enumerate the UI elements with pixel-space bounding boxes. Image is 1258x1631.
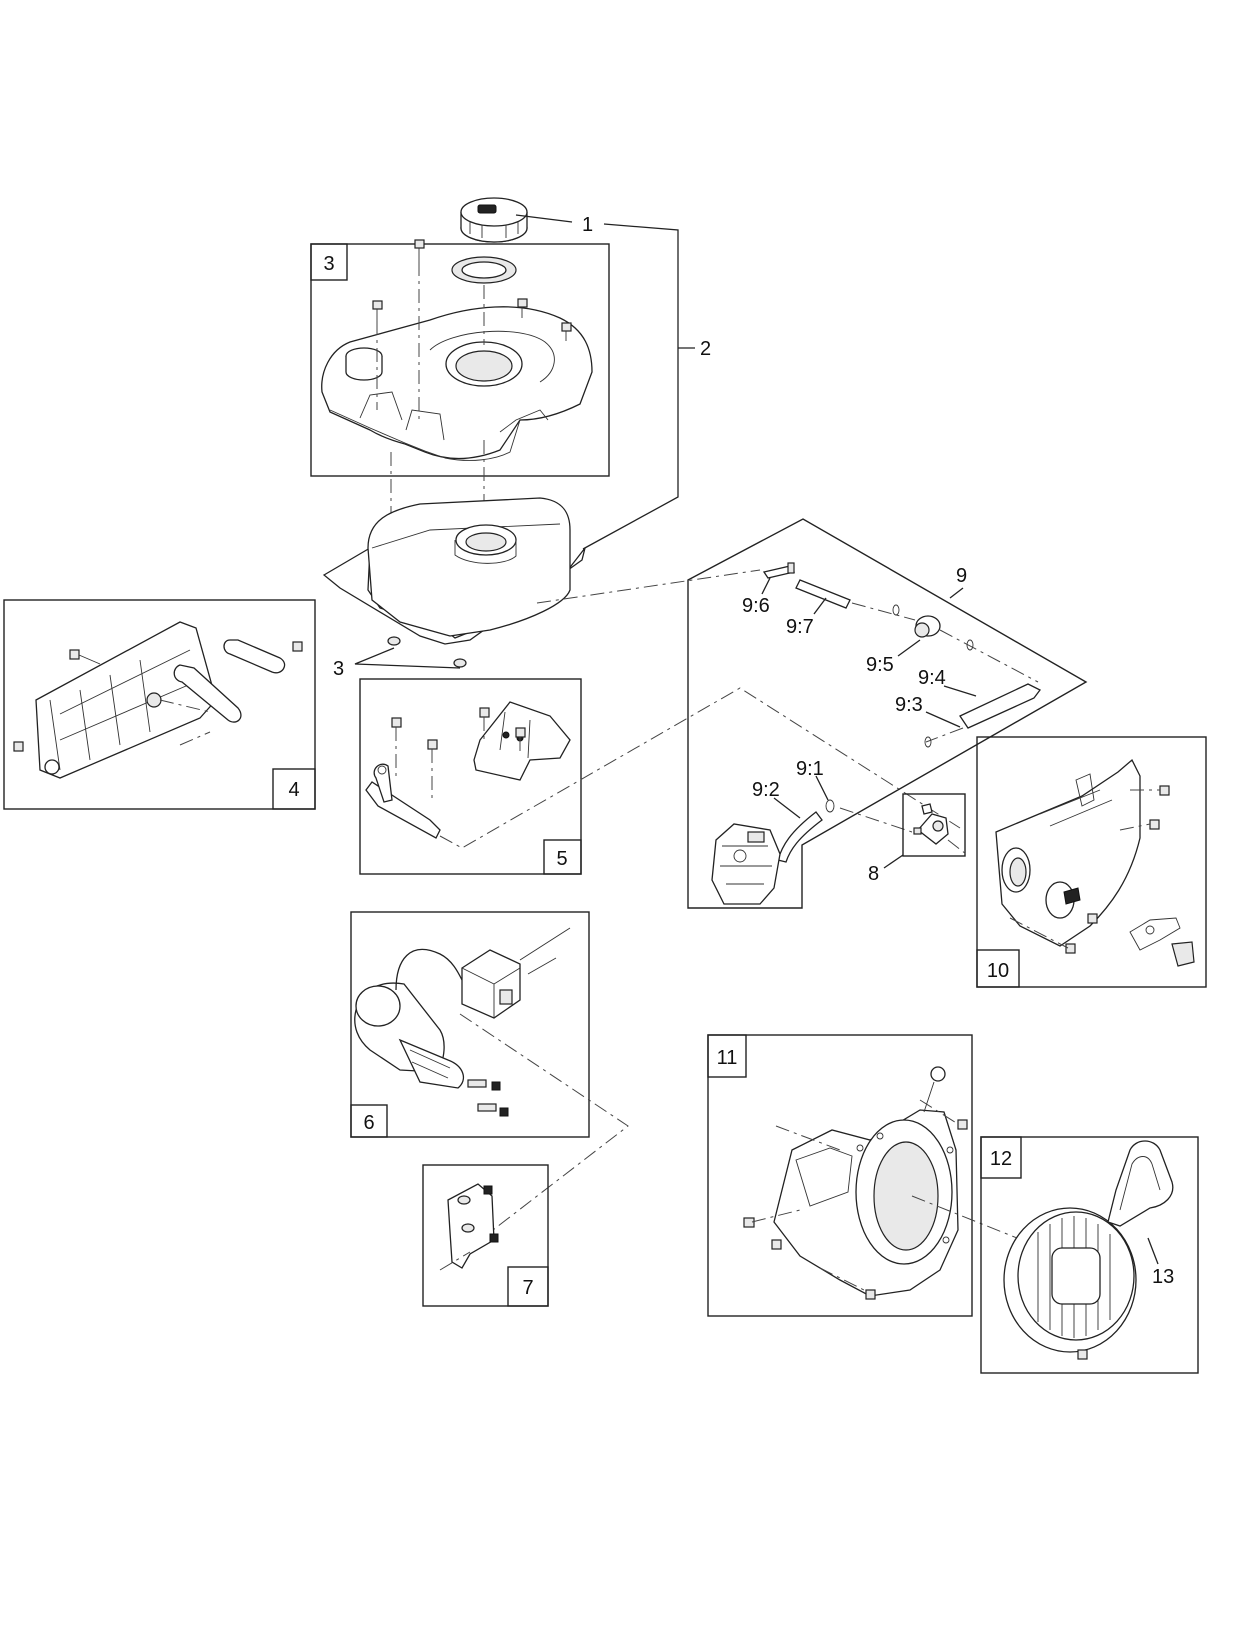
fuel-hose-straight[interactable] <box>795 579 851 609</box>
starter-bolts[interactable] <box>467 927 571 1117</box>
callout-1: 1 <box>582 214 593 236</box>
solenoid-bracket[interactable] <box>447 1183 499 1269</box>
starter-solenoid[interactable] <box>461 949 521 1019</box>
housing-pin[interactable] <box>923 1066 946 1113</box>
box-10-tag <box>976 949 1020 988</box>
box-10-frame <box>976 736 1207 988</box>
housing-screws[interactable] <box>743 1119 968 1300</box>
callout-3: 3 <box>333 658 344 680</box>
box-5-tag <box>543 839 582 875</box>
callout-9-5: 9:5 <box>866 654 894 676</box>
carburetor-hose[interactable] <box>777 811 823 863</box>
blower-housing[interactable] <box>773 1109 959 1297</box>
fuel-valve[interactable] <box>913 803 949 845</box>
box-7-label: 7 <box>522 1277 533 1299</box>
box-3-label: 3 <box>323 253 334 275</box>
tank-cover[interactable] <box>321 306 593 461</box>
box-3-tag <box>310 243 348 281</box>
bracket-screws[interactable] <box>13 641 303 752</box>
throttle-linkage[interactable] <box>1129 917 1195 967</box>
callout-2: 2 <box>700 338 711 360</box>
fuel-filter[interactable] <box>914 615 941 638</box>
mounting-plate[interactable] <box>473 701 571 781</box>
box-11-tag <box>707 1034 747 1078</box>
box-6-label: 6 <box>363 1112 374 1134</box>
recoil-screw[interactable] <box>1077 1349 1088 1360</box>
fuel-tank[interactable] <box>322 497 586 645</box>
callout-13: 13 <box>1152 1266 1174 1288</box>
filler-gasket[interactable] <box>451 256 517 284</box>
box-3-frame <box>310 243 610 477</box>
callout-9: 9 <box>956 565 967 587</box>
hose-clip-lower[interactable] <box>924 736 932 748</box>
callout-8: 8 <box>868 863 879 885</box>
carburetor[interactable] <box>711 823 781 905</box>
fuel-hose-elbow[interactable] <box>762 562 796 579</box>
callout-9-1: 9:1 <box>796 758 824 780</box>
fuel-cap[interactable] <box>460 197 528 243</box>
box-8-frame <box>902 793 966 857</box>
fuel-hose-long[interactable] <box>959 683 1041 729</box>
starter-handle[interactable] <box>1107 1140 1174 1227</box>
shroud-bracket[interactable] <box>35 621 217 779</box>
cover-screws[interactable] <box>372 239 572 341</box>
box-4-label: 4 <box>288 779 299 801</box>
control-panel-plate[interactable] <box>995 758 1141 947</box>
box-10-label: 10 <box>987 960 1009 982</box>
box-6-tag <box>350 1104 388 1138</box>
box-7-frame <box>422 1164 549 1307</box>
callout-9-2: 9:2 <box>752 779 780 801</box>
callout-9-4: 9:4 <box>918 667 946 689</box>
callout-9-3: 9:3 <box>895 694 923 716</box>
hose-clip-mid[interactable] <box>966 639 974 651</box>
box-12-tag <box>980 1136 1022 1179</box>
box-9-frame <box>687 518 1088 909</box>
hose-clip-upper[interactable] <box>892 604 900 616</box>
box-12-frame <box>980 1136 1199 1374</box>
box-5-frame <box>359 678 582 875</box>
choke-knob[interactable] <box>1045 881 1081 919</box>
tank-nuts[interactable] <box>387 636 467 668</box>
hose-clamp[interactable] <box>825 799 835 813</box>
control-bracket[interactable] <box>365 763 441 839</box>
box-5-label: 5 <box>556 848 567 870</box>
callout-9-6: 9:6 <box>742 595 770 617</box>
box-4-tag <box>272 768 316 810</box>
box-4-frame <box>3 599 316 810</box>
callout-9-7: 9:7 <box>786 616 814 638</box>
linkage-arm[interactable] <box>173 639 286 723</box>
box-12-label: 12 <box>990 1148 1012 1170</box>
box-5-screws[interactable] <box>391 707 526 800</box>
recoil-starter[interactable] <box>1003 1207 1137 1353</box>
box-11-frame <box>707 1034 973 1317</box>
box-11-label: 11 <box>717 1047 738 1069</box>
box-6-frame <box>350 911 590 1138</box>
box-7-tag <box>507 1266 549 1307</box>
starter-motor[interactable] <box>354 948 465 1089</box>
